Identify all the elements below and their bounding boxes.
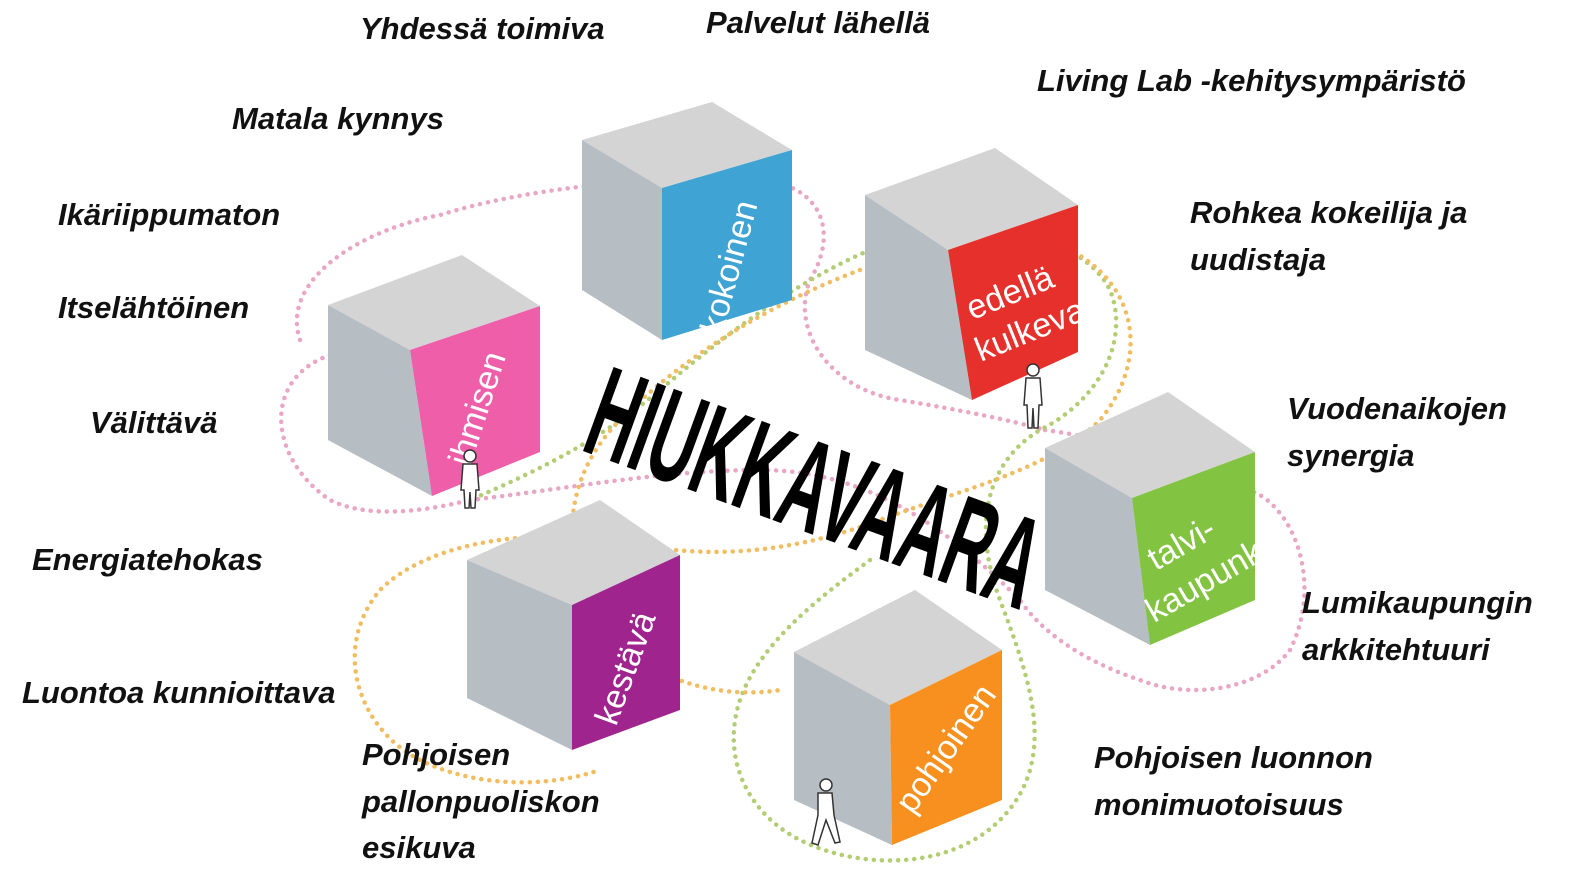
cube-top-face xyxy=(1045,392,1255,498)
label-line: Lumikaupungin xyxy=(1302,585,1533,620)
label-luontoa-kunnioittava: Luontoa kunnioittava xyxy=(22,670,335,717)
label-line: pallonpuoliskon xyxy=(362,783,600,819)
label-line: synergia xyxy=(1287,437,1415,473)
cube-ihmisen: ihmisen xyxy=(328,255,540,496)
cube-top-face xyxy=(328,255,540,350)
label-vuodenaikojen-synergia: Vuodenaikojen synergia xyxy=(1287,386,1507,479)
cube-color-face-talvikaupunki xyxy=(1132,452,1255,645)
label-line: Palvelut lähellä xyxy=(706,5,930,40)
cube-edella-kulkeva: edellä kulkeva xyxy=(865,148,1091,400)
cube-top-face xyxy=(467,500,680,605)
person-icon-edella-kulkeva xyxy=(1023,363,1043,429)
label-line: arkkitehtuuri xyxy=(1302,631,1490,667)
cube-top-face xyxy=(794,590,1002,705)
label-line: uudistaja xyxy=(1190,241,1327,277)
cube-color-face-edella-kulkeva xyxy=(948,205,1078,400)
label-matala-kynnys: Matala kynnys xyxy=(232,96,444,143)
label-line: Vuodenaikojen xyxy=(1287,391,1507,426)
label-line: Living Lab -kehitysympäristö xyxy=(1037,63,1466,98)
label-line: esikuva xyxy=(362,830,476,865)
cube-color-face-ihmisen xyxy=(410,306,540,496)
pink-loop-center xyxy=(467,467,1023,603)
label-line: Energiatehokas xyxy=(32,542,263,577)
cube-kokoinen: kokoinen xyxy=(582,102,792,340)
label-line: Pohjoisen luonnon xyxy=(1094,740,1373,775)
label-itselahtoinen: Itselähtöinen xyxy=(58,285,249,332)
label-line: Yhdessä toimiva xyxy=(360,11,605,46)
label-pohjoisen-pallonpuoliskon: Pohjoisen pallonpuoliskon esikuva xyxy=(362,732,600,872)
label-pohjoisen-luonnon: Pohjoisen luonnon monimuotoisuus xyxy=(1094,735,1373,828)
cube-side-face xyxy=(467,560,572,750)
label-energiatehokas: Energiatehokas xyxy=(32,537,263,584)
label-line: Ikäriippumaton xyxy=(58,197,281,232)
label-palvelut-lahella: Palvelut lähellä xyxy=(706,0,930,47)
label-line: Luontoa kunnioittava xyxy=(22,675,336,710)
label-line: Pohjoisen xyxy=(362,737,511,772)
cube-color-face-pohjoinen xyxy=(890,650,1002,845)
cube-top-face xyxy=(582,102,792,188)
orange-loop-a xyxy=(352,242,1133,785)
cube-side-face xyxy=(865,195,972,400)
cube-side-face xyxy=(1045,448,1150,645)
pink-loop-left xyxy=(279,352,473,514)
cube-color-face-kokoinen xyxy=(662,150,792,340)
label-line: Rohkea kokeilija ja xyxy=(1190,195,1468,230)
label-yhdessa-toimiva: Yhdessä toimiva xyxy=(360,6,605,53)
label-ikariippumaton: Ikäriippumaton xyxy=(58,192,280,239)
label-lumikaupungin-arkkitehtuuri: Lumikaupungin arkkitehtuuri xyxy=(1302,580,1533,673)
label-rohkea-kokeilija: Rohkea kokeilija ja uudistaja xyxy=(1190,190,1467,283)
green-loop-b xyxy=(467,247,873,503)
pink-loop-top xyxy=(294,176,1048,433)
person-icon-pohjoinen xyxy=(811,778,841,846)
label-line: monimuotoisuus xyxy=(1094,786,1344,822)
cube-talvikaupunki: talvi- kaupunki xyxy=(1045,392,1276,645)
label-valittava: Välittävä xyxy=(90,400,218,447)
person-icon-ihmisen xyxy=(460,449,480,509)
cube-kestava: kestävä xyxy=(467,500,680,750)
cube-color-face-kestava xyxy=(572,555,680,750)
cube-top-face xyxy=(865,148,1078,250)
label-living-lab: Living Lab -kehitysympäristö xyxy=(1037,58,1466,105)
label-line: Välittävä xyxy=(90,405,218,440)
cube-side-face xyxy=(328,305,432,496)
label-line: Itselähtöinen xyxy=(58,290,250,325)
label-line: Matala kynnys xyxy=(232,101,444,136)
cube-side-face xyxy=(582,140,662,340)
